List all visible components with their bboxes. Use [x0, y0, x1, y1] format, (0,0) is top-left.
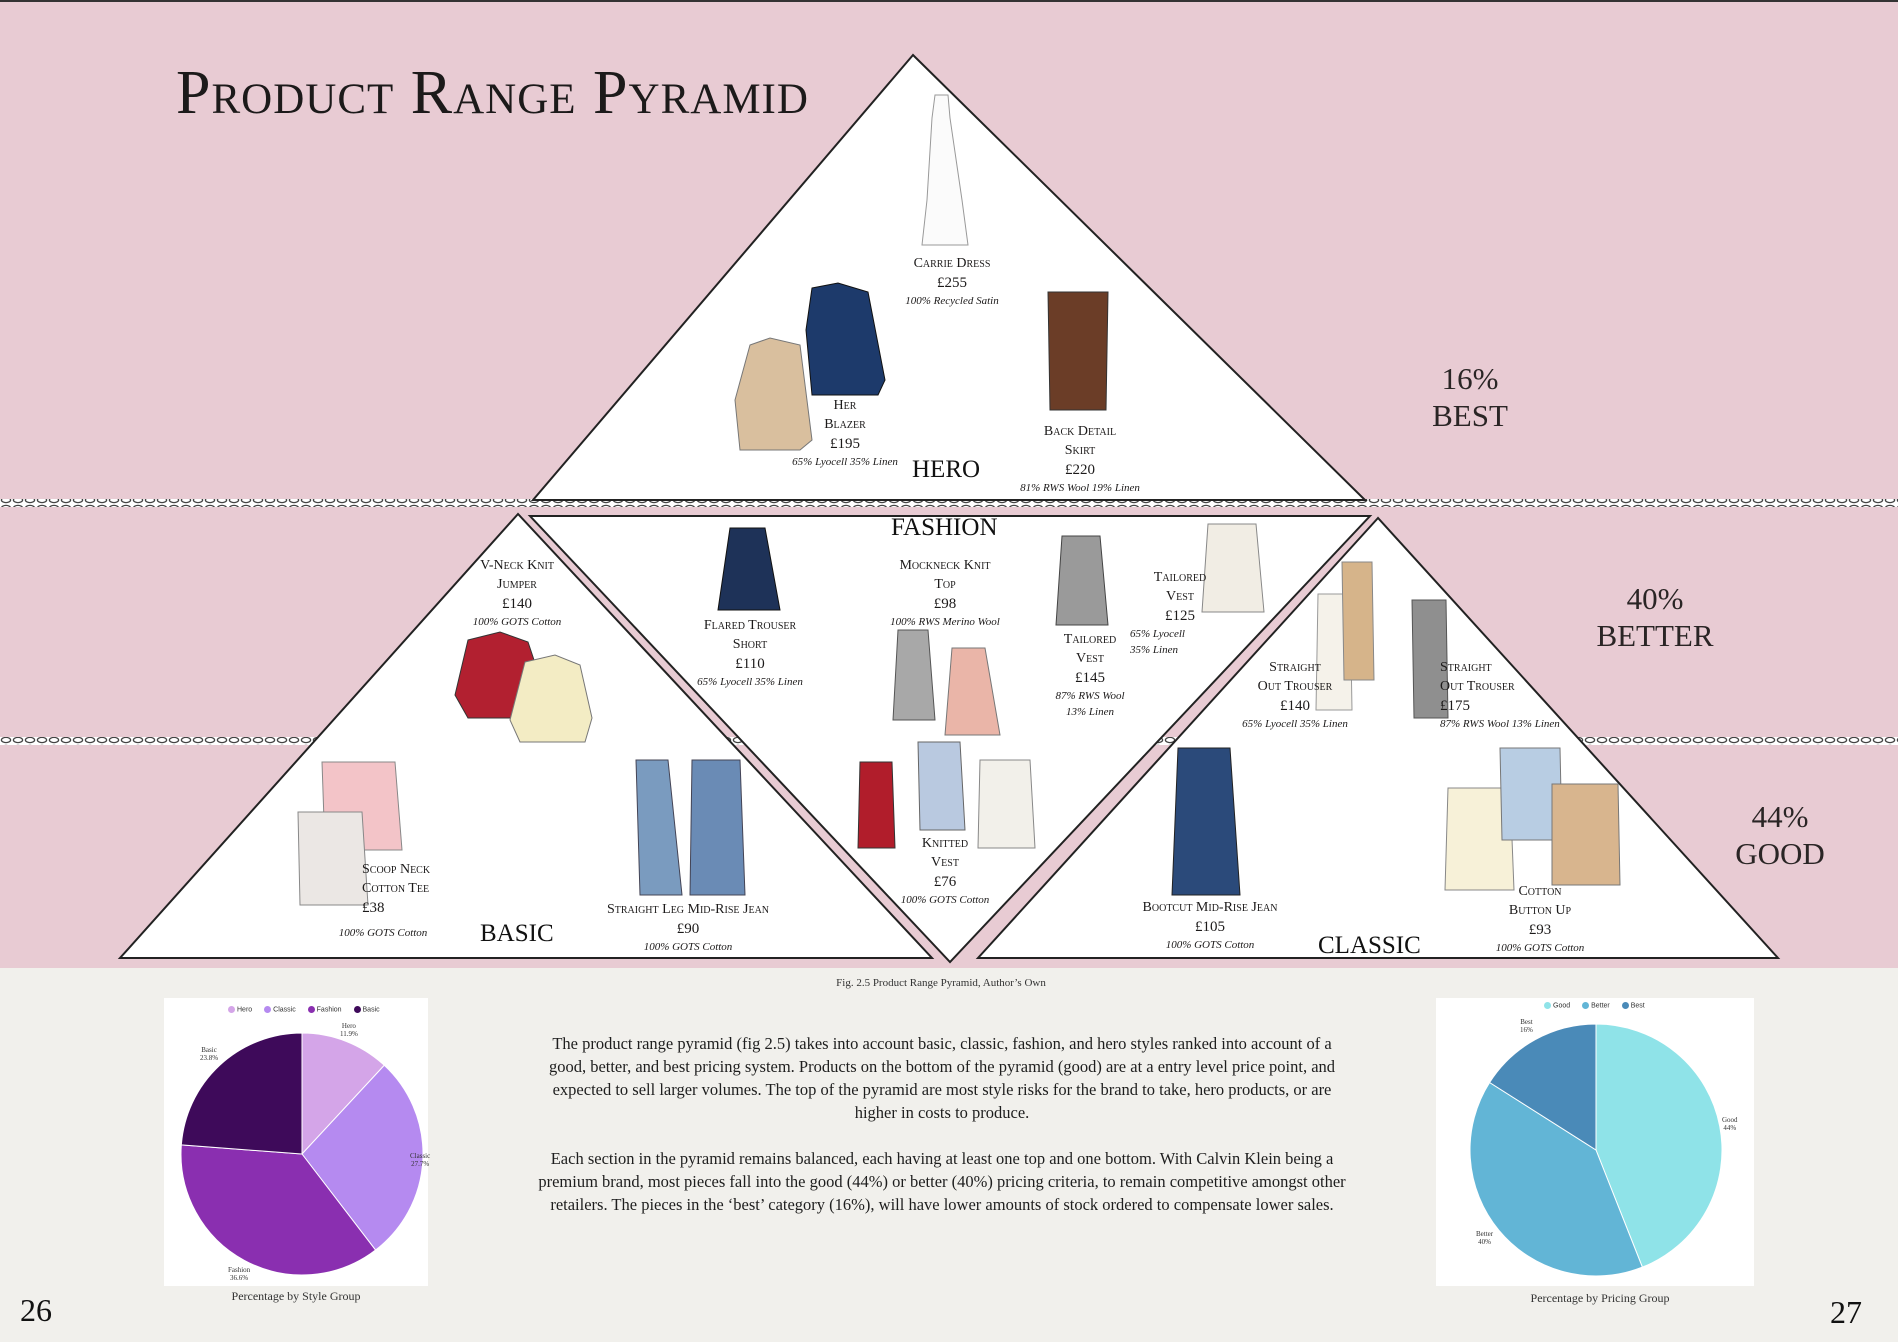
knitted-vest-illustration [857, 741, 1036, 849]
legend-swatch-good [1544, 1002, 1551, 1009]
pie-slice-classic [301, 1064, 424, 1251]
pricing-group-pie [1469, 1023, 1723, 1277]
legend-swatch-hero [228, 1006, 235, 1013]
legend-fashion: Fashion [316, 1006, 342, 1014]
pie-slice-hero [301, 1032, 385, 1156]
tailored-vest-cream-illustration [1201, 523, 1265, 613]
legend-good: Good [1553, 1002, 1571, 1010]
tier-best: 16% BEST [1410, 360, 1530, 434]
product-pyramid [0, 53, 1898, 964]
body-paragraph-2: Each section in the pyramid remains bala… [538, 1149, 1346, 1214]
pie-slice-basic [180, 1032, 303, 1155]
style-group-chart-title: Percentage by Style Group [231, 1289, 361, 1303]
pie-slice-fashion [180, 1144, 377, 1276]
legend-classic: Classic [273, 1006, 296, 1014]
legend-hero: Hero [237, 1006, 253, 1014]
tier-good-pct: 44% [1751, 799, 1809, 834]
tier-best-pct: 16% [1441, 361, 1499, 396]
legend-swatch-basic [353, 1006, 361, 1013]
back-detail-skirt-illustration [1047, 291, 1109, 411]
product-tailored-vest-125: Tailored Vest £125 65% Lyocell 35% Linen [1130, 570, 1207, 656]
legend-swatch-classic [264, 1006, 272, 1013]
straight-trouser-grey-illustration [1411, 599, 1449, 719]
pie-slice-best [1488, 1023, 1597, 1151]
product-flared-trouser-short: Flared Trouser Short £110 65% Lyocell 35… [697, 618, 803, 688]
tailored-vest-grey-illustration [1055, 535, 1109, 626]
section-basic: BASIC [480, 920, 554, 947]
product-v-neck-jumper: V-Neck Knit Jumper £140 100% GOTS Cotton [472, 558, 562, 628]
product-knitted-vest: Knitted Vest £76 100% GOTS Cotton [900, 836, 990, 906]
product-her-blazer: Her Blazer £195 65% Lyocell 35% Linen [792, 398, 898, 468]
divider-chain-top [0, 499, 1898, 507]
product-scoop-neck-tee-fabric: 100% GOTS Cotton [338, 927, 428, 939]
body-paragraph-1: The product range pyramid (fig 2.5) take… [548, 1034, 1336, 1122]
flared-trouser-short-illustration [717, 527, 781, 611]
pie-slice-good [1595, 1023, 1723, 1268]
tier-better: 40% BETTER [1590, 580, 1720, 654]
legend-best: Best [1630, 1002, 1645, 1010]
straight-trouser-cream-illustration [1315, 561, 1375, 711]
product-carrie-dress: Carrie Dress £255 100% Recycled Satin [905, 256, 999, 307]
style-group-legend: Hero Classic Fashion Basic [218, 1006, 380, 1013]
product-cotton-button-up: Cotton Button Up £93 100% GOTS Cotton [1495, 884, 1585, 954]
carrie-dress-illustration [921, 94, 969, 246]
style-group-pie [180, 1032, 424, 1276]
mockneck-top-illustration [892, 629, 1001, 736]
product-scoop-neck-tee: Scoop Neck Cotton Tee £38 [362, 862, 431, 916]
tier-better-pct: 40% [1626, 581, 1684, 616]
cotton-button-up-illustration [1444, 747, 1621, 891]
pie-slice-better [1469, 1081, 1644, 1277]
page-title: Product Range Pyramid [176, 59, 809, 127]
scoop-neck-tee-illustration [297, 761, 403, 906]
body-text: The product range pyramid (fig 2.5) take… [532, 1032, 1352, 1239]
page-number-right: 27 [1830, 1294, 1862, 1330]
legend-better: Better [1591, 1002, 1610, 1010]
section-fashion: FASHION [891, 514, 998, 541]
pricing-group-chart-title: Percentage by Pricing Group [1530, 1291, 1670, 1305]
her-blazer-illustration [734, 282, 886, 451]
product-tailored-vest-145: Tailored Vest £145 87% RWS Wool 13% Line… [1055, 632, 1125, 718]
legend-swatch-fashion [307, 1006, 315, 1013]
tier-best-label: BEST [1432, 398, 1508, 433]
product-back-detail-skirt: Back Detail Skirt £220 81% RWS Wool 19% … [1020, 424, 1140, 494]
product-straight-trouser-140: Straight Out Trouser £140 65% Lyocell 35… [1242, 660, 1348, 730]
tier-good-label: GOOD [1735, 836, 1825, 871]
v-neck-jumper-illustration [454, 631, 593, 743]
legend-swatch-best [1621, 1002, 1629, 1009]
tier-better-label: BETTER [1596, 618, 1714, 653]
tier-good: 44% GOOD [1720, 798, 1840, 872]
product-mockneck-top: Mockneck Knit Top £98 100% RWS Merino Wo… [890, 558, 1000, 628]
straight-leg-jean-illustration [635, 759, 746, 896]
fashion-triangle [527, 515, 1373, 964]
pricing-group-legend: Good Better Best [1534, 1002, 1645, 1009]
product-straight-leg-jean: Straight Leg Mid-Rise Jean £90 100% GOTS… [606, 902, 770, 953]
legend-basic: Basic [362, 1006, 380, 1014]
product-straight-trouser-175: Straight Out Trouser £175 87% RWS Wool 1… [1440, 660, 1560, 730]
page-number-left: 26 [20, 1292, 52, 1328]
figure-caption: Fig. 2.5 Product Range Pyramid, Author’s… [836, 977, 1046, 989]
section-classic: CLASSIC [1318, 932, 1421, 959]
section-hero: HERO [912, 456, 981, 483]
bootcut-jean-illustration [1171, 747, 1241, 896]
product-bootcut-jean: Bootcut Mid-Rise Jean £105 100% GOTS Cot… [1142, 900, 1278, 951]
legend-swatch-better [1582, 1002, 1590, 1009]
